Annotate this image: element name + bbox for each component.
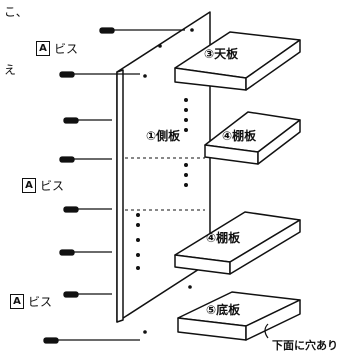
screw-type-box-1: A (36, 41, 50, 56)
bottom-panel-label: ⑤底板 (206, 303, 241, 317)
screw-type-box-2: A (22, 178, 36, 193)
panel-holes (136, 28, 194, 334)
note-leader (264, 323, 269, 339)
screw-2 (59, 71, 140, 78)
shelf-1 (204, 111, 301, 165)
shelf-2 (174, 211, 301, 275)
screw-label-3: ビス (28, 295, 53, 309)
top-panel (174, 31, 301, 91)
screw-3 (63, 117, 112, 124)
screw-5 (63, 206, 112, 213)
bottom-panel (177, 291, 301, 341)
side-panel-label: ①側板 (146, 129, 181, 143)
screw-7 (63, 291, 112, 298)
screw-label-1: ビス (54, 42, 79, 56)
screw-4 (59, 156, 112, 163)
screws (43, 27, 185, 344)
alignment-lines (125, 157, 205, 211)
screw-type-box-3: A (10, 294, 24, 309)
left-fragment: え (4, 63, 17, 77)
top-panel-label: ③天板 (204, 47, 239, 61)
screw-1 (99, 27, 185, 34)
shelf-1-label: ④棚板 (222, 129, 257, 143)
shelf-2-label: ④棚板 (206, 231, 241, 245)
top-left-text: こ、 (4, 5, 28, 19)
screw-label-2: ビス (40, 179, 65, 193)
screw-6 (59, 249, 112, 256)
screw-8 (43, 337, 140, 344)
bottom-note: 下面に穴あり (272, 339, 338, 352)
